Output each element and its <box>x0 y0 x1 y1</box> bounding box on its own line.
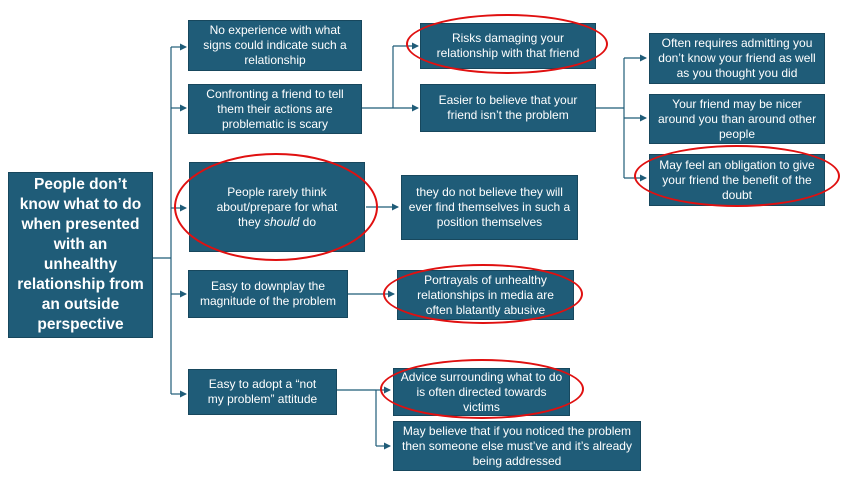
node-no-experience-text: No experience with what signs could indi… <box>203 23 347 67</box>
node-confronting-text: Confronting a friend to tell them their … <box>206 86 344 131</box>
node-not-my-problem-text: Easy to adopt a “not my problem” attitud… <box>207 377 318 406</box>
node-advice-text: Advice surrounding what to do is often d… <box>400 369 563 414</box>
rarely-think-text-italic: should <box>263 214 300 229</box>
node-no-experience: No experience with what signs could indi… <box>188 20 362 71</box>
node-not-believe-text: they do not believe they will ever find … <box>408 185 571 229</box>
node-rarely-think: People rarely think about/prepare for wh… <box>189 162 365 252</box>
node-portrayals: Portrayals of unhealthy relationships in… <box>397 270 574 320</box>
root-node: People don’t know what to do when presen… <box>8 172 153 338</box>
node-confronting: Confronting a friend to tell them their … <box>188 84 362 134</box>
root-text: People don’t know what to do when presen… <box>17 176 144 333</box>
node-admitting-text: Often requires admitting you don’t know … <box>658 36 816 80</box>
node-may-believe: May believe that if you noticed the prob… <box>393 421 641 471</box>
rarely-think-text-b: do <box>299 214 317 229</box>
node-advice: Advice surrounding what to do is often d… <box>393 368 570 416</box>
node-admitting: Often requires admitting you don’t know … <box>649 33 825 84</box>
node-easier-text: Easier to believe that your friend isn’t… <box>438 93 578 122</box>
node-not-believe: they do not believe they will ever find … <box>401 175 578 240</box>
node-rarely-think-text: People rarely think about/prepare for wh… <box>196 185 358 230</box>
node-obligation-text: May feel an obligation to give your frie… <box>659 157 815 202</box>
rarely-think-text-a: People rarely think about/prepare for wh… <box>216 184 338 229</box>
node-portrayals-text: Portrayals of unhealthy relationships in… <box>417 272 554 317</box>
node-downplay-text: Easy to downplay the magnitude of the pr… <box>199 279 337 308</box>
node-easier: Easier to believe that your friend isn’t… <box>420 84 596 132</box>
node-nicer: Your friend may be nicer around you than… <box>649 94 825 144</box>
node-downplay: Easy to downplay the magnitude of the pr… <box>188 270 348 318</box>
node-risks-text: Risks damaging your relationship with th… <box>436 31 580 60</box>
node-not-my-problem: Easy to adopt a “not my problem” attitud… <box>188 369 337 415</box>
node-obligation: May feel an obligation to give your frie… <box>649 154 825 206</box>
node-may-believe-text: May believe that if you noticed the prob… <box>402 423 632 468</box>
node-risks: Risks damaging your relationship with th… <box>420 23 596 69</box>
node-nicer-text: Your friend may be nicer around you than… <box>657 96 817 141</box>
